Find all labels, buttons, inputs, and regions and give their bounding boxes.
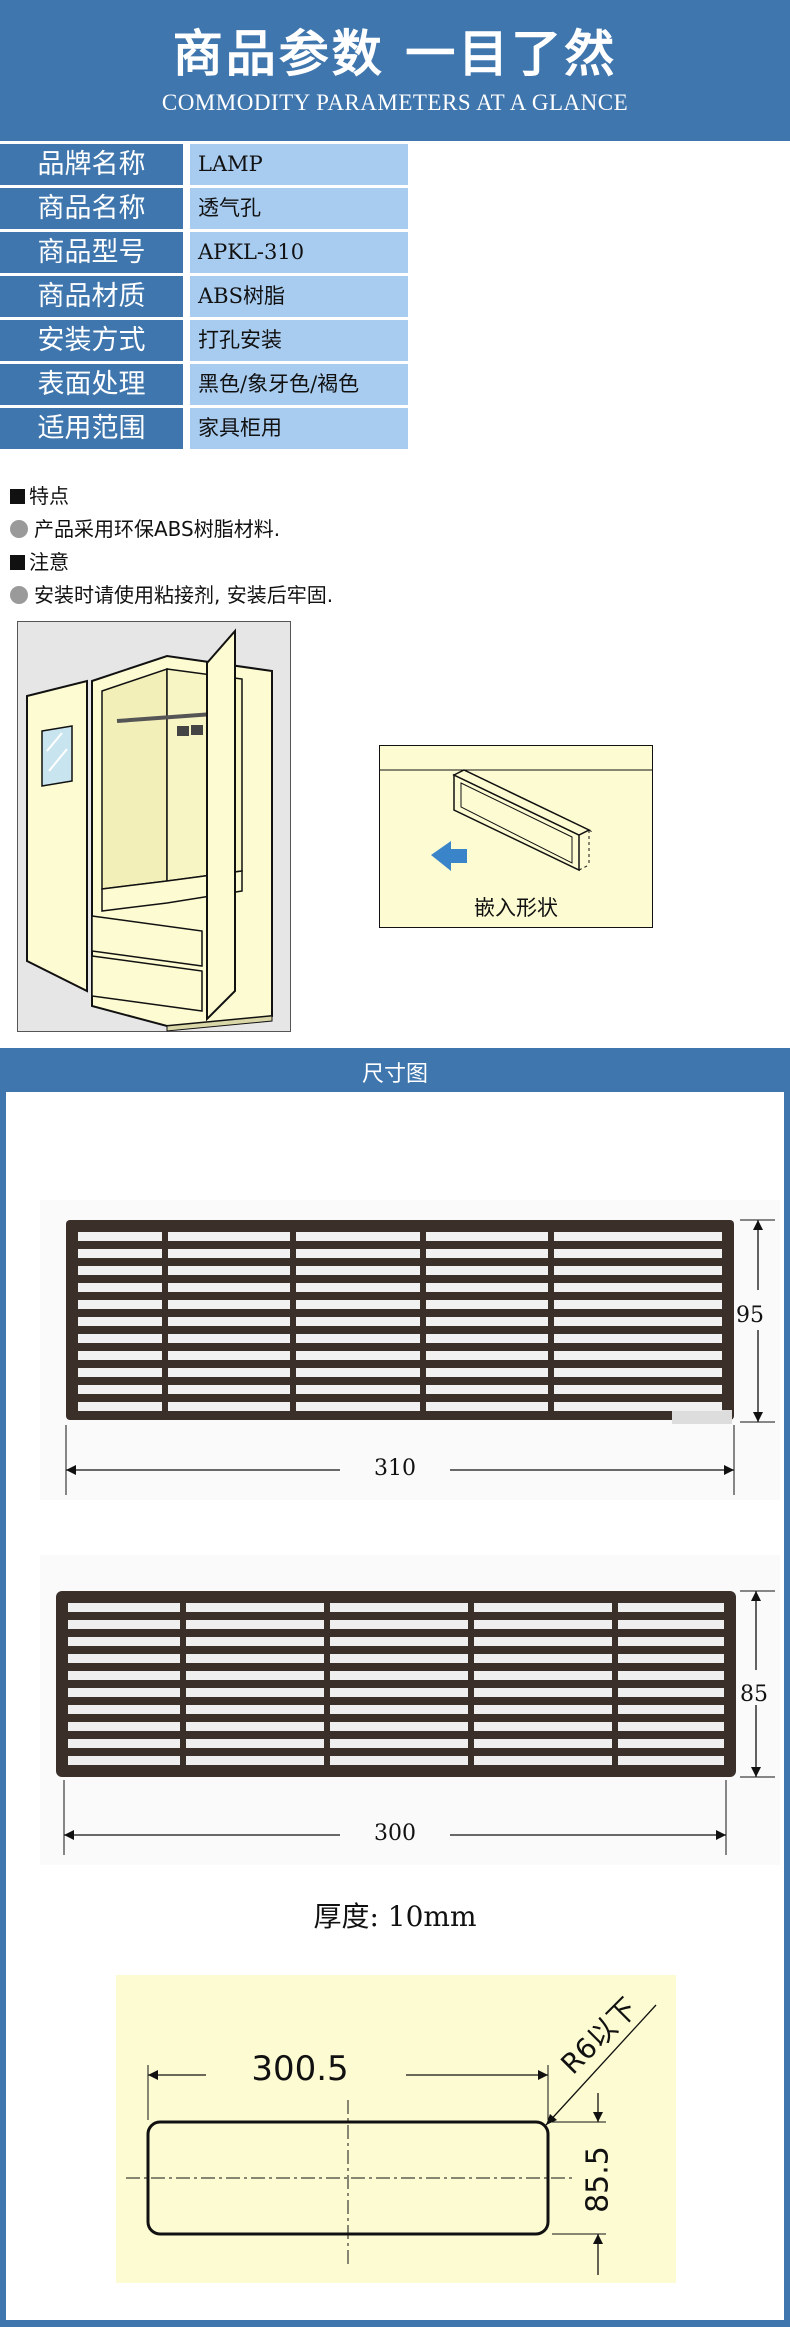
inset-caption: 嵌入形状	[474, 896, 558, 920]
square-bullet-icon	[10, 489, 25, 504]
vent-310-height-label: 95	[736, 1303, 764, 1328]
dimension-header-bar	[0, 1048, 790, 1092]
param-row-install: 安装方式 打孔安装	[0, 320, 408, 361]
circle-bullet-icon	[10, 586, 28, 604]
param-value: ABS树脂	[190, 276, 408, 317]
cutout-width-label: 300.5	[251, 2049, 349, 2089]
thickness-label: 厚度: 10mm	[313, 1900, 477, 1933]
param-label: 商品型号	[0, 232, 183, 273]
square-bullet-icon	[10, 555, 25, 570]
param-row-name: 商品名称 透气孔	[0, 188, 408, 229]
param-row-material: 商品材质 ABS树脂	[0, 276, 408, 317]
param-label: 适用范围	[0, 408, 183, 449]
vent-310-drawing	[40, 1200, 780, 1500]
param-label: 安装方式	[0, 320, 183, 361]
param-row-finish: 表面处理 黑色/象牙色/褐色	[0, 364, 408, 405]
vent-300-drawing	[40, 1555, 780, 1865]
caution-heading: 注意	[10, 546, 69, 575]
param-row-model: 商品型号 APKL-310	[0, 232, 408, 273]
param-label: 表面处理	[0, 364, 183, 405]
page-title: 商品参数 一目了然	[172, 25, 618, 83]
param-label: 商品材质	[0, 276, 183, 317]
param-value: APKL-310	[190, 232, 408, 273]
header-banner	[0, 0, 790, 141]
feature-heading: 特点	[10, 480, 69, 509]
param-label: 商品名称	[0, 188, 183, 229]
circle-bullet-icon	[10, 520, 28, 538]
param-value: 家具柜用	[190, 408, 408, 449]
param-value: 黑色/象牙色/褐色	[190, 364, 408, 405]
insert-shape-illustration	[379, 745, 653, 928]
param-value: 打孔安装	[190, 320, 408, 361]
param-value: LAMP	[190, 144, 408, 185]
param-value: 透气孔	[190, 188, 408, 229]
vent-310-width-label: 310	[374, 1456, 416, 1481]
cutout-drawing	[116, 1975, 676, 2283]
vent-300-width-label: 300	[374, 1821, 416, 1846]
page-subtitle: COMMODITY PARAMETERS AT A GLANCE	[161, 90, 629, 115]
caution-text: 安装时请使用粘接剂, 安装后牢固.	[10, 579, 333, 608]
param-label: 品牌名称	[0, 144, 183, 185]
wardrobe-illustration	[17, 621, 291, 1032]
vent-300-height-label: 85	[740, 1682, 768, 1707]
param-row-brand: 品牌名称 LAMP	[0, 144, 408, 185]
param-row-usage: 适用范围 家具柜用	[0, 408, 408, 449]
dimension-title: 尺寸图	[361, 1062, 428, 1087]
feature-text: 产品采用环保ABS树脂材料.	[10, 513, 280, 542]
cutout-height-label: 85.5	[580, 2146, 616, 2213]
